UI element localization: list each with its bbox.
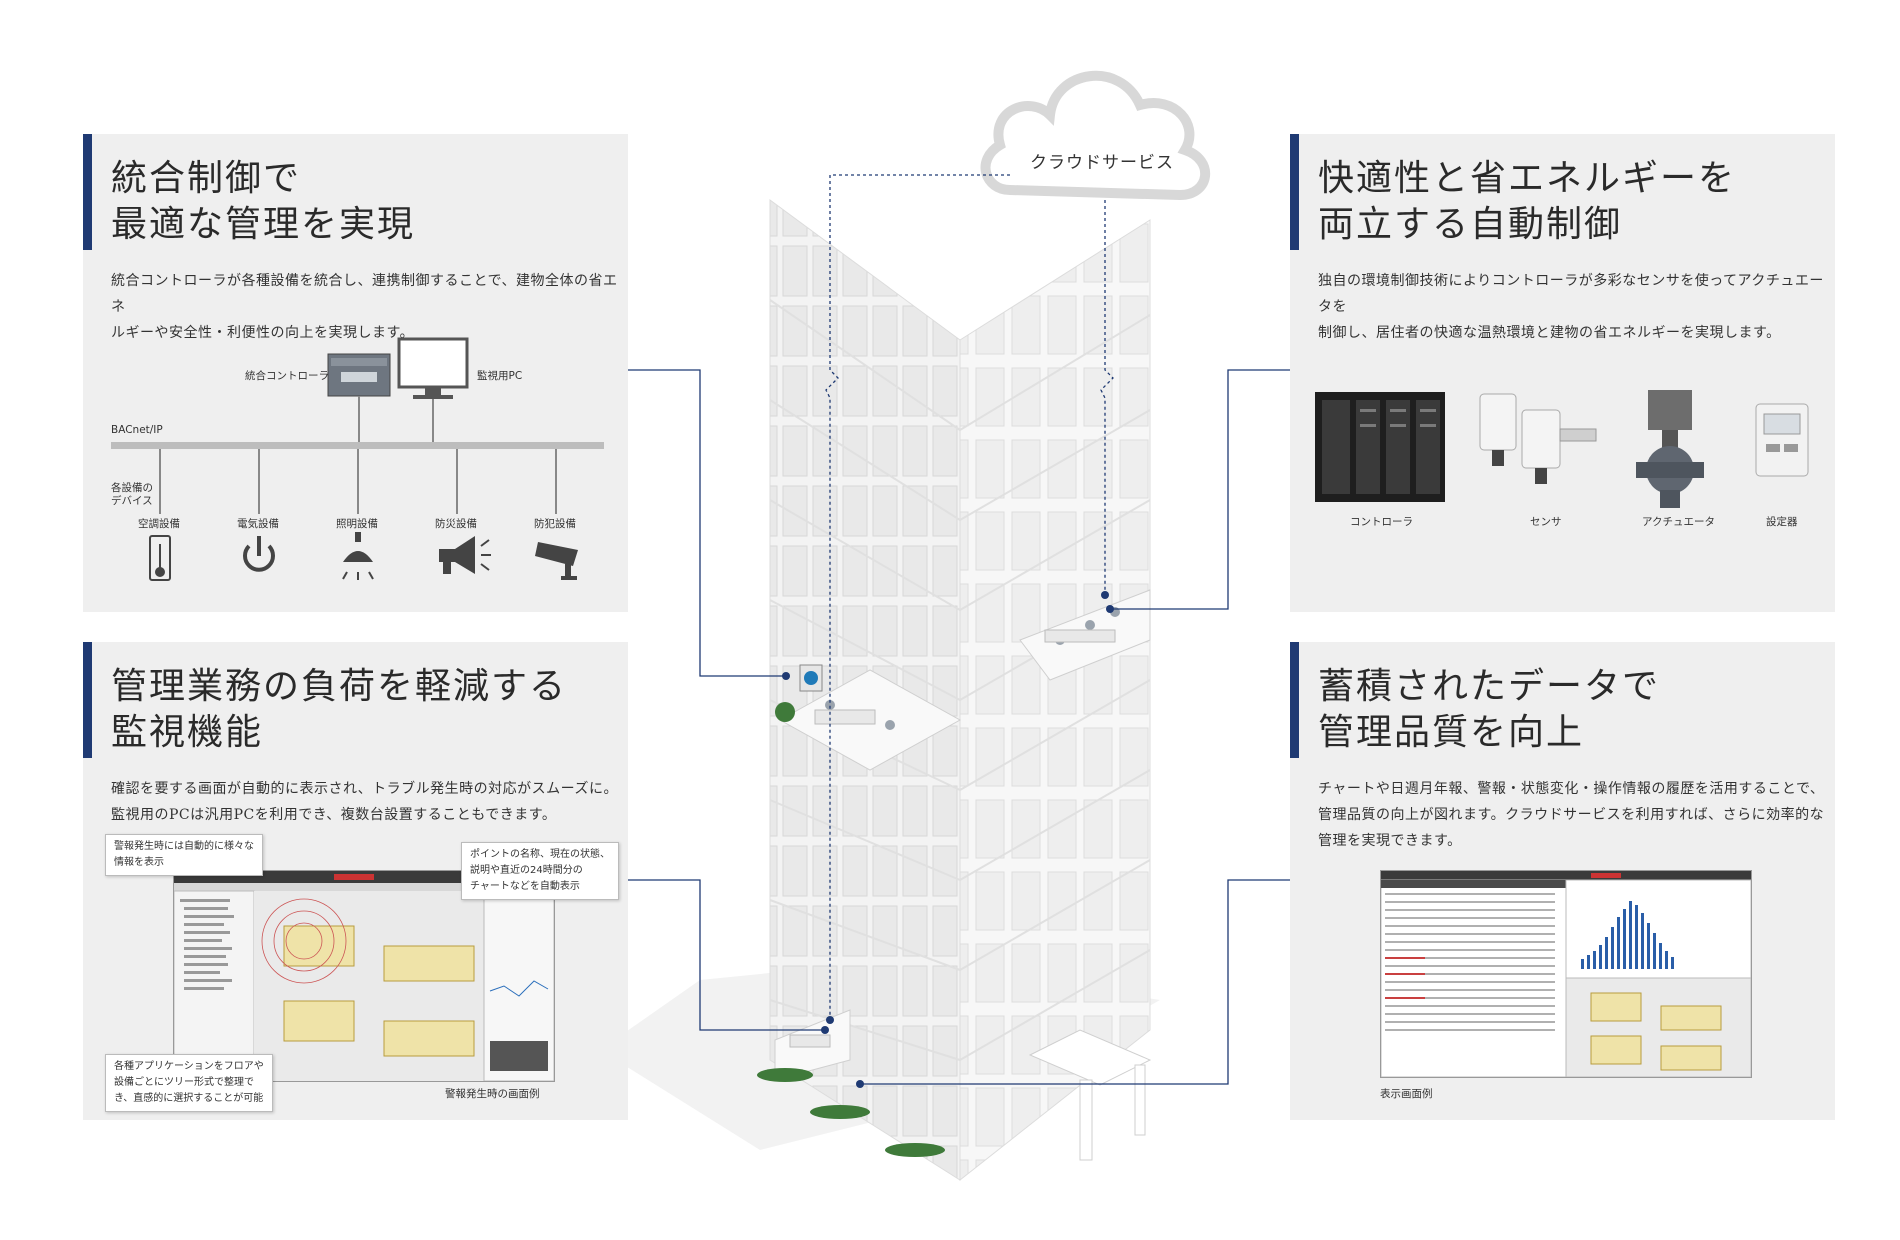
sensor-product-image (1479, 393, 1597, 484)
device-label-lighting: 照明設備 (336, 518, 378, 530)
title-line-1: 統合制御で (111, 158, 302, 199)
panel-body: 独自の環境制御技術によりコントローラが多彩なセンサを使ってアクチュエータを 制御… (1318, 268, 1835, 346)
display-screen-graphic (1381, 871, 1751, 1077)
cloud-shape (980, 70, 1210, 201)
display-screen-example (1380, 870, 1752, 1078)
title-line-2: 管理品質を向上 (1318, 712, 1585, 753)
network-diagram (111, 337, 604, 581)
body-line-2: 制御し、居住者の快適な温熱環境と建物の省エネルギーを実現します。 (1318, 325, 1781, 341)
callout-line-3: チャートなどを自動表示 (470, 881, 580, 892)
body-line-2: 管理品質の向上が図れます。クラウドサービスを利用すれば、さらに効率的な (1318, 807, 1825, 823)
body-line-2: 監視用のPCは汎用PCを利用でき、複数台設置することもできます。 (111, 807, 557, 823)
device-label-disaster: 防災設備 (435, 518, 477, 530)
network-label: BACnet/IP (111, 424, 163, 436)
title-line-1: 管理業務の負荷を軽減する (111, 666, 568, 707)
title-line-2: 最適な管理を実現 (111, 204, 416, 245)
devices-label: 各設備の デバイス (111, 482, 153, 508)
devices-label-line-2: デバイス (111, 495, 153, 507)
callout-line-1: ポイントの名称、現在の状態、 (470, 849, 610, 860)
body-line-3: 管理を実現できます。 (1318, 833, 1462, 849)
device-label-electric: 電気設備 (237, 518, 279, 530)
ceiling-light-icon (342, 532, 374, 580)
monitor-label: 監視用PC (477, 370, 523, 382)
monitor-pc-icon (397, 337, 469, 399)
body-line-1: 確認を要する画面が自動的に表示され、トラブル発生時の対応がスムーズに。 (111, 781, 618, 797)
thermometer-icon (149, 535, 171, 581)
data-quality-panel: 蓄積されたデータで 管理品質を向上 チャートや日週月年報、警報・状態変化・操作情… (1290, 642, 1835, 1120)
actuator-product-image (1636, 390, 1704, 508)
setting-device-image (1755, 403, 1809, 477)
body-line-2: ルギーや安全性・利便性の向上を実現します。 (111, 325, 415, 341)
alarm-screen-caption: 警報発生時の画面例 (445, 1088, 540, 1100)
body-line-1: 独自の環境制御技術によりコントローラが多彩なセンサを使ってアクチュエータを (1318, 273, 1824, 315)
panel-body: チャートや日週月年報、警報・状態変化・操作情報の履歴を活用することで、 管理品質… (1318, 776, 1824, 854)
alarm-screen-example (173, 870, 555, 1082)
accent-bar (1290, 642, 1299, 758)
callout-line-3: き、直感的に選択することが可能 (114, 1093, 264, 1104)
body-line-1: チャートや日週月年報、警報・状態変化・操作情報の履歴を活用することで、 (1318, 781, 1825, 797)
callout-tree-view: 各種アプリケーションをフロアや 設備ごとにツリー形式で整理で き、直感的に選択す… (105, 1054, 273, 1112)
display-screen-caption: 表示画面例 (1380, 1088, 1433, 1100)
device-label-security: 防犯設備 (534, 518, 576, 530)
panel-title: 統合制御で 最適な管理を実現 (111, 156, 415, 248)
controller-label: 統合コントローラ (245, 370, 329, 382)
title-line-1: 快適性と省エネルギーを (1318, 158, 1737, 199)
panel-title: 管理業務の負荷を軽減する 監視機能 (111, 664, 567, 756)
devices-label-line-1: 各設備の (111, 482, 153, 494)
callout-line-2: 説明や直近の24時間分の (470, 865, 583, 876)
product-label-sensor: センサ (1530, 516, 1562, 528)
comfort-control-panel: 快適性と省エネルギーを 両立する自動制御 独自の環境制御技術によりコントローラが… (1290, 134, 1835, 612)
accent-bar (83, 134, 92, 250)
cloud-service-label: クラウドサービス (1030, 153, 1174, 173)
monitoring-panel: 管理業務の負荷を軽減する 監視機能 確認を要する画面が自動的に表示され、トラブル… (83, 642, 628, 1120)
title-line-2: 監視機能 (111, 712, 264, 753)
callout-line-1: 各種アプリケーションをフロアや (114, 1061, 264, 1072)
callout-line-1: 警報発生時には自動的に様々な (114, 841, 254, 852)
callout-alarm-info: 警報発生時には自動的に様々な 情報を表示 (105, 834, 263, 876)
integrated-control-panel: 統合制御で 最適な管理を実現 統合コントローラが各種設備を統合し、連携制御するこ… (83, 134, 628, 612)
panel-body: 統合コントローラが各種設備を統合し、連携制御することで、建物全体の省エネ ルギー… (111, 268, 628, 346)
panel-title: 快適性と省エネルギーを 両立する自動制御 (1318, 156, 1736, 248)
callout-point-info: ポイントの名称、現在の状態、 説明や直近の24時間分の チャートなどを自動表示 (461, 842, 619, 900)
power-icon (243, 536, 275, 572)
body-line-1: 統合コントローラが各種設備を統合し、連携制御することで、建物全体の省エネ (111, 273, 618, 315)
accent-bar (1290, 134, 1299, 250)
accent-bar (83, 642, 92, 758)
product-label-controller: コントローラ (1350, 516, 1413, 528)
controller-icon (327, 353, 391, 397)
controller-product-image (1315, 392, 1445, 502)
product-label-thermostat: 設定器 (1766, 516, 1798, 528)
device-label-hvac: 空調設備 (138, 518, 180, 530)
alarm-screen-graphic (174, 871, 554, 1081)
callout-line-2: 設備ごとにツリー形式で整理で (114, 1077, 254, 1088)
product-photos (1315, 390, 1809, 508)
panel-body: 確認を要する画面が自動的に表示され、トラブル発生時の対応がスムーズに。 監視用の… (111, 776, 618, 828)
security-camera-icon (535, 542, 578, 580)
callout-line-2: 情報を表示 (114, 857, 164, 868)
title-line-1: 蓄積されたデータで (1318, 666, 1661, 707)
title-line-2: 両立する自動制御 (1318, 204, 1623, 245)
megaphone-icon (439, 536, 491, 574)
product-label-actuator: アクチュエータ (1642, 516, 1715, 528)
panel-title: 蓄積されたデータで 管理品質を向上 (1318, 664, 1660, 756)
